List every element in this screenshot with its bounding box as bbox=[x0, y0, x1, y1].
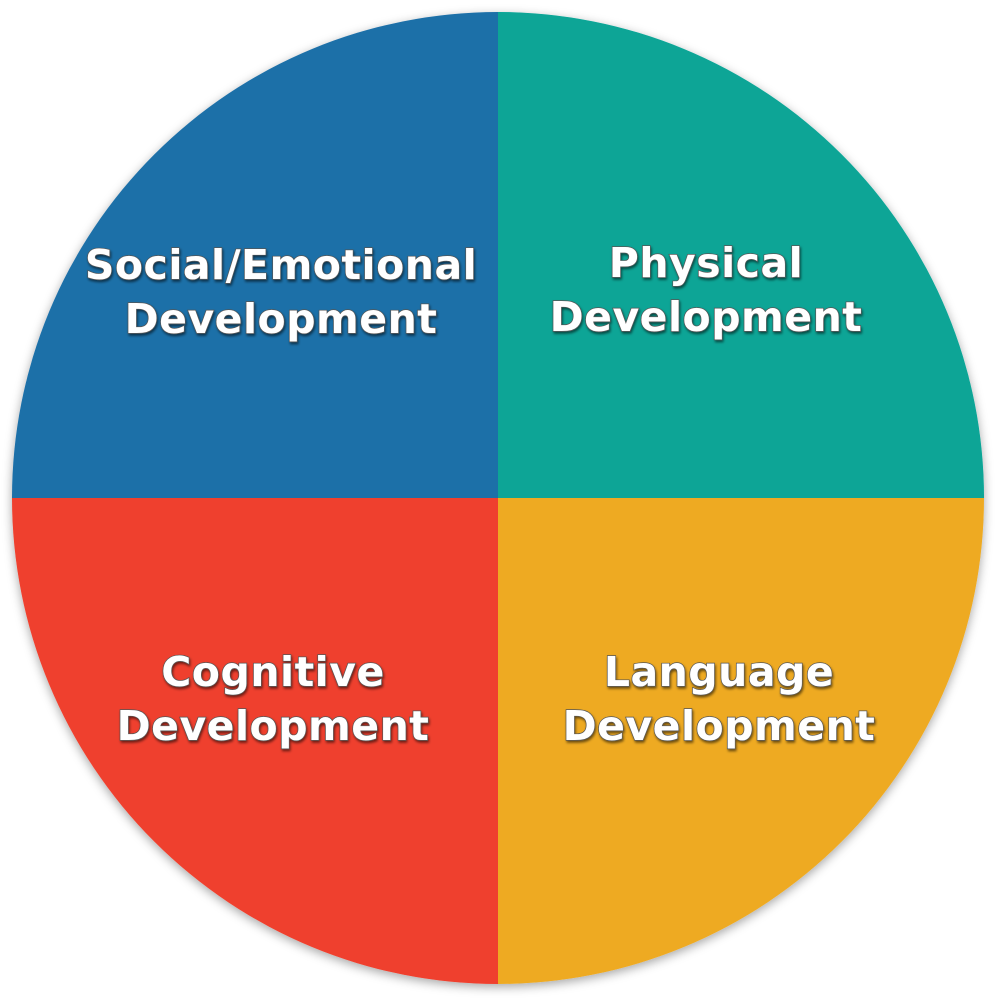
physical-subtitle: Development bbox=[550, 293, 863, 341]
cognitive-subtitle: Development bbox=[117, 702, 430, 750]
language-title: Language bbox=[604, 648, 834, 696]
language-subtitle: Development bbox=[563, 702, 876, 750]
quadrant-social-emotional bbox=[12, 12, 498, 498]
physical-title: Physical bbox=[609, 239, 803, 287]
labels-group: Social/Emotional Development Physical De… bbox=[84, 238, 876, 750]
cognitive-title: Cognitive bbox=[161, 648, 385, 696]
quadrant-language bbox=[498, 498, 984, 984]
social-emotional-title: Social/Emotional bbox=[85, 241, 477, 289]
quadrant-cognitive bbox=[12, 498, 498, 984]
quadrant-physical bbox=[498, 12, 984, 498]
circle-group bbox=[12, 12, 984, 984]
social-emotional-subtitle: Development bbox=[125, 295, 438, 343]
